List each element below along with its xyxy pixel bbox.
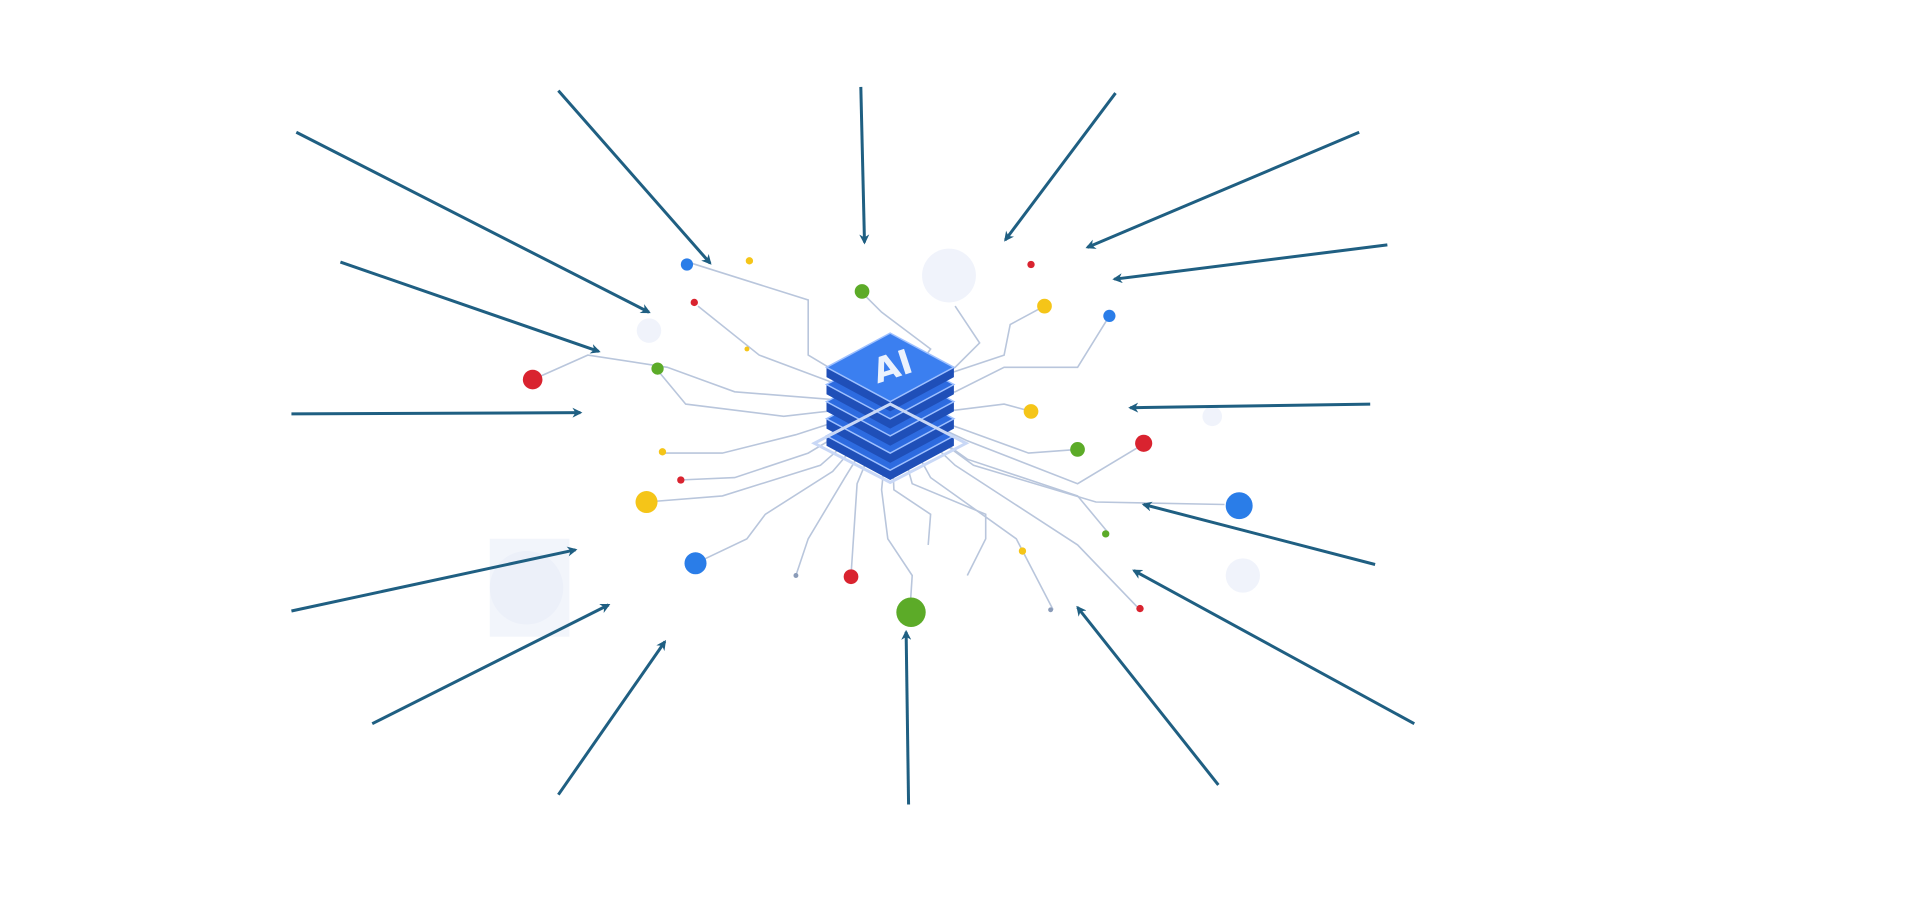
green-node <box>854 284 870 299</box>
pointer-arrow <box>901 629 912 805</box>
pointer-arrow <box>557 89 712 265</box>
red-node <box>690 298 698 307</box>
pointer-arrow <box>295 130 651 314</box>
trace-node <box>1048 607 1054 613</box>
trace-node <box>793 573 799 578</box>
blue-node <box>684 552 707 575</box>
pointer-arrows <box>291 86 1416 805</box>
halo <box>1202 406 1223 427</box>
yellow-node <box>1018 547 1027 555</box>
yellow-node <box>658 448 667 456</box>
pointer-arrow <box>859 86 870 245</box>
chip-layer-side <box>826 384 954 429</box>
pointer-arrow <box>1076 605 1220 786</box>
yellow-node <box>1023 404 1039 419</box>
green-node <box>896 597 926 627</box>
red-node <box>1135 434 1153 452</box>
circuit-trace <box>532 354 891 405</box>
halo <box>636 318 662 343</box>
green-node <box>651 362 664 375</box>
blue-node <box>680 258 694 271</box>
chip-base <box>811 402 970 485</box>
blue-node <box>1225 492 1253 520</box>
pointer-arrow <box>1004 92 1117 242</box>
red-node <box>1136 604 1144 613</box>
ai-chip-icon: AI <box>811 332 970 485</box>
pointer-arrow <box>291 407 583 418</box>
chip-layer-side <box>826 418 954 463</box>
red-node <box>522 369 543 390</box>
green-node <box>1070 442 1085 457</box>
halo <box>1225 558 1261 593</box>
pointer-arrow <box>291 546 578 613</box>
pointer-arrow <box>1141 501 1376 566</box>
background-halos <box>489 248 1261 637</box>
chip-layer-side <box>826 435 954 480</box>
yellow-node <box>744 346 750 352</box>
pointer-arrow <box>339 260 601 354</box>
pointer-arrow <box>1112 243 1388 284</box>
green-node <box>1102 530 1110 538</box>
yellow-node <box>635 491 658 514</box>
blue-node <box>1103 309 1116 323</box>
pointer-arrow <box>371 603 611 726</box>
pointer-arrow <box>1128 402 1371 413</box>
yellow-node <box>1037 298 1052 314</box>
red-node <box>843 569 859 585</box>
red-node <box>677 476 685 484</box>
chip-layer <box>824 332 956 403</box>
pointer-arrow <box>1132 569 1416 725</box>
yellow-node <box>745 257 754 265</box>
pointer-arrow <box>557 639 667 796</box>
circuit-nodes <box>522 257 1253 627</box>
red-node <box>1027 260 1035 269</box>
pointer-arrow <box>1085 130 1360 249</box>
halo <box>922 248 976 303</box>
